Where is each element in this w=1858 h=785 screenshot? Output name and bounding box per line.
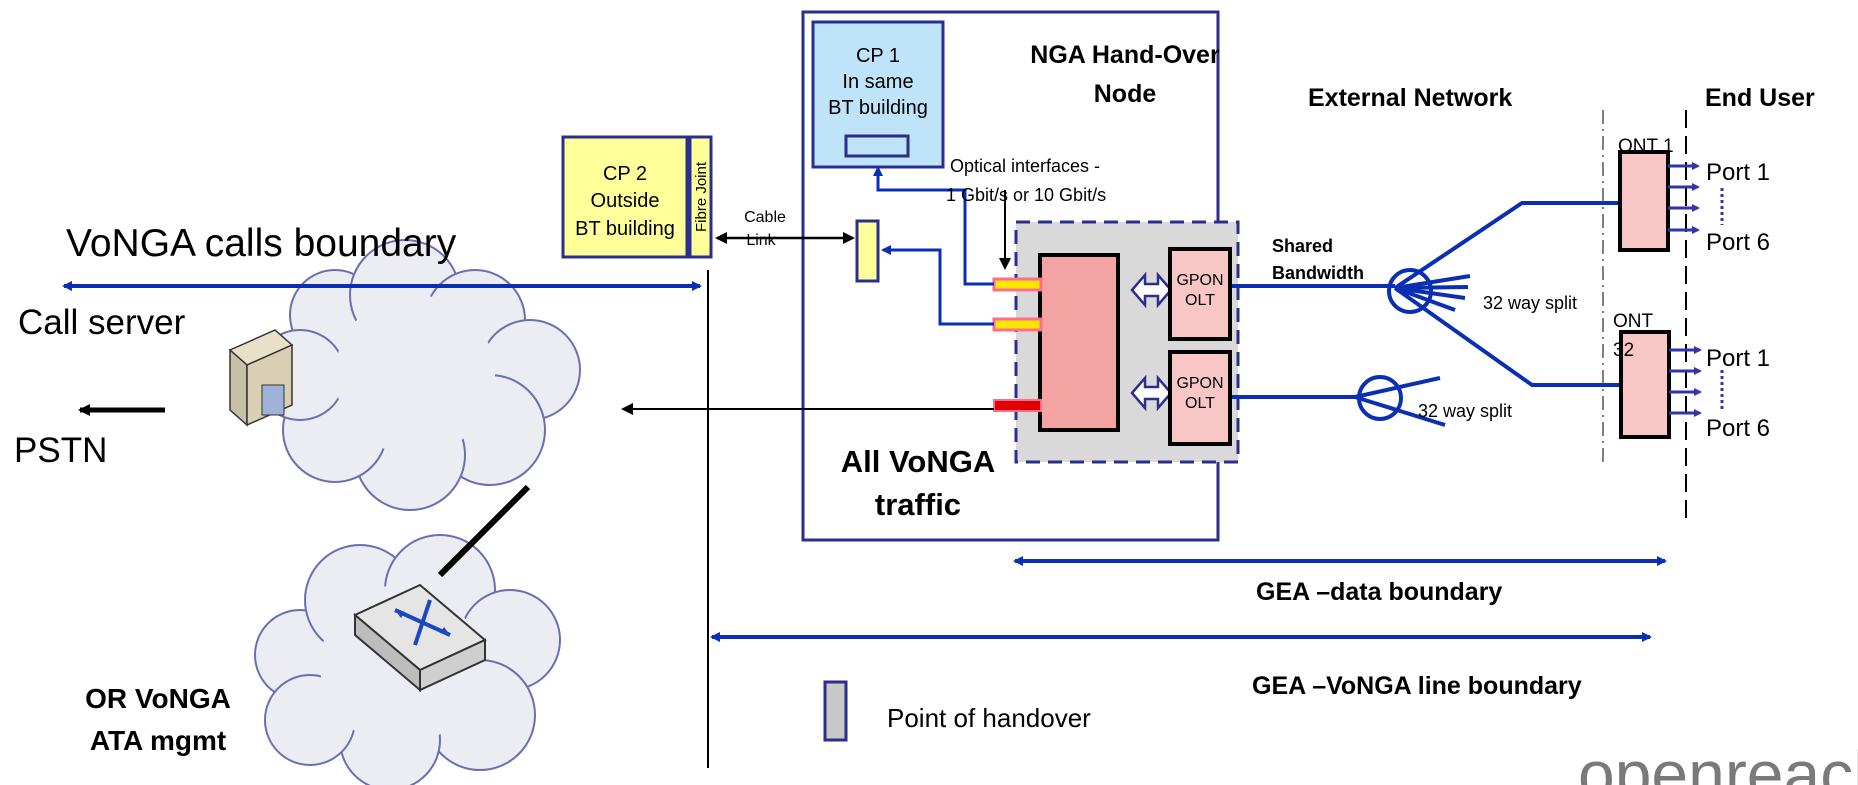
port-yellow-1 [992, 277, 1043, 292]
cp1-line3: BT building [828, 97, 928, 119]
ont32-port6: Port 6 [1706, 415, 1770, 442]
ont32-line2: 32 [1613, 340, 1634, 361]
split2-label: 32 way split [1418, 401, 1512, 421]
ata-mgmt-link [437, 484, 531, 578]
ont-32-box [1619, 330, 1671, 439]
ont-1-box [1618, 150, 1670, 252]
gea-vonga-label: GEA –VoNGA line boundary [1252, 672, 1582, 700]
splitter-2-fan [1354, 376, 1446, 427]
shared-line1: Shared [1272, 236, 1333, 256]
cable-link-line2: Link [746, 232, 776, 249]
gpon-olt-1 [1168, 247, 1232, 341]
gpon2-line2: OLT [1185, 395, 1215, 412]
external-network-label: External Network [1308, 84, 1512, 112]
splitter-1 [1387, 268, 1433, 314]
hand-over-title-2: Node [1094, 80, 1157, 108]
call-server-icon [228, 329, 294, 427]
all-vonga-line2: traffic [875, 487, 961, 522]
split1-label: 32 way split [1483, 293, 1577, 313]
gea-data-label: GEA –data boundary [1256, 578, 1502, 606]
router-icon [353, 583, 487, 693]
splitter-2 [1357, 375, 1403, 421]
or-vonga-line2: ATA mgmt [90, 725, 226, 756]
optical-line2: 1 Gbit/s or 10 Gbit/s [946, 185, 1106, 205]
cp2-line3: BT building [575, 218, 675, 240]
cp2-box [561, 135, 689, 259]
all-vonga-line1: All VoNGA [841, 444, 995, 479]
cp2-line2: Outside [591, 190, 660, 212]
cp1-line1: CP 1 [856, 45, 900, 67]
or-vonga-line1: OR VoNGA [85, 683, 231, 714]
splitter-1-fan [1393, 201, 1621, 387]
ont1-port6: Port 6 [1706, 229, 1770, 256]
ont-1-port-arrows [1668, 162, 1700, 234]
port-yellow-2 [992, 317, 1043, 332]
end-user-label: End User [1705, 84, 1815, 112]
gpon-olt-2 [1168, 350, 1232, 446]
ont1-port1: Port 1 [1706, 159, 1770, 186]
openreach-logo: openreach [1578, 737, 1858, 785]
handover-point [855, 219, 880, 283]
switch-box [1038, 253, 1120, 432]
cable-link-line1: Cable [744, 209, 786, 226]
cp1-port [844, 134, 910, 158]
port-red [993, 399, 1042, 412]
ont1-label: ONT 1 [1618, 136, 1674, 157]
legend-handover-swatch [823, 680, 848, 742]
pstn-label: PSTN [14, 431, 107, 470]
cp1-to-port-link [873, 166, 994, 286]
vonga-calls-boundary-label: VoNGA calls boundary [66, 222, 457, 265]
call-server-cloud [254, 239, 581, 511]
call-server-label: Call server [18, 303, 186, 342]
gpon1-line1: GPON [1176, 272, 1223, 289]
ont32-port1: Port 1 [1706, 345, 1770, 372]
handover-to-port-link [881, 245, 994, 326]
ont-32-port-arrows [1669, 346, 1702, 417]
ont32-line1: ONT [1613, 311, 1654, 332]
cp2-line1: CP 2 [603, 163, 647, 185]
hand-over-title-1: NGA Hand-Over [1030, 41, 1220, 69]
cp1-line2: In same [842, 71, 913, 93]
gpon1-line2: OLT [1185, 292, 1215, 309]
gpon2-line1: GPON [1176, 375, 1223, 392]
shared-line2: Bandwidth [1272, 263, 1364, 283]
fibre-joint-label: Fibre Joint [693, 161, 710, 232]
legend-handover-label: Point of handover [887, 703, 1091, 733]
fibre-joint-box [688, 135, 713, 259]
optical-line1: Optical interfaces - [950, 156, 1100, 176]
